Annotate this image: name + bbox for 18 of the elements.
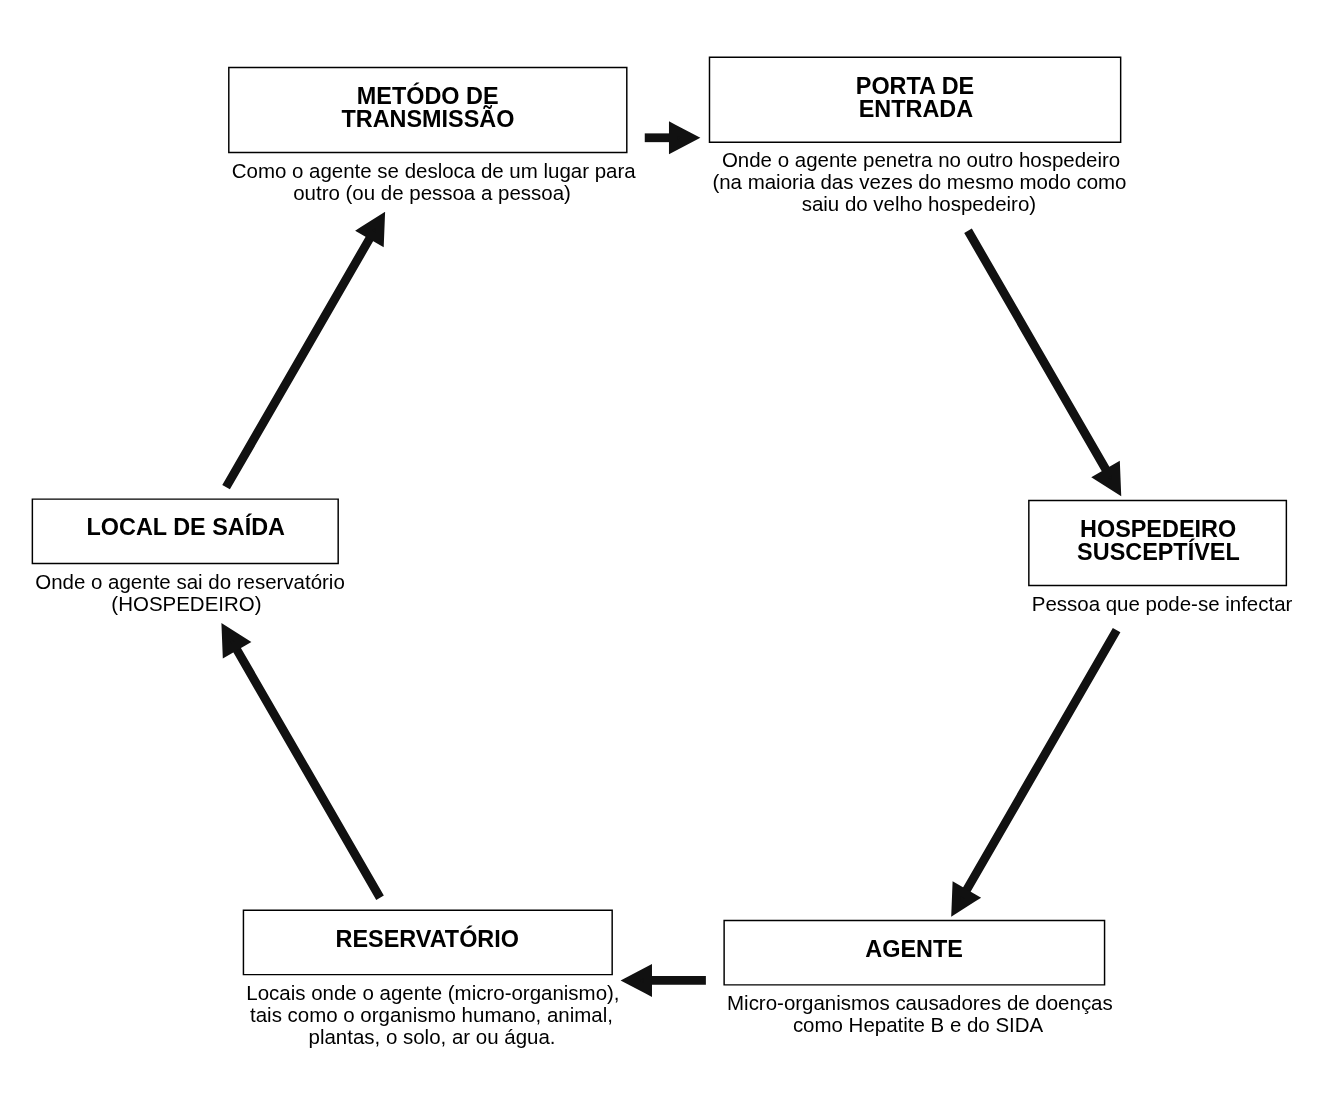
arrow	[964, 228, 1122, 497]
arrow	[222, 211, 386, 490]
node-box: PORTA DE ENTRADA	[708, 56, 1122, 143]
node-label: Como o agente se desloca de um lugar para outro (ou de pessoa a pessoa)	[231, 158, 636, 204]
node-label: Micro-organismos causadores de doenças como Hepatite B e do SIDA	[727, 991, 1113, 1036]
node-label: Locais onde o agente (micro-organismo), tais como o organismo humano, animal, plantas, o solo, ar ou água.	[246, 980, 620, 1048]
node-label: Onde o agente penetra no outro hospedeiro (na maioria das vezes do mesmo modo como saiu do velho hospedeiro)	[712, 148, 1127, 216]
node-box: AGENTE	[723, 919, 1106, 986]
arrow	[221, 622, 384, 900]
node-box: HOSPEDEIRO SUSCEPTÍVEL	[1028, 499, 1288, 587]
arrow	[951, 627, 1121, 917]
arrow	[620, 964, 706, 997]
arrow	[644, 121, 701, 155]
node-box: LOCAL DE SAÍDA	[31, 498, 339, 565]
node-box: METÓDO DE TRANSMISSÃO	[228, 66, 628, 154]
node-label: Pessoa que pode-se infectar	[1031, 591, 1293, 615]
node-box: RESERVATÓRIO	[242, 909, 613, 976]
node-label: Onde o agente sai do reservatório (HOSPEDEIRO)	[35, 569, 345, 615]
